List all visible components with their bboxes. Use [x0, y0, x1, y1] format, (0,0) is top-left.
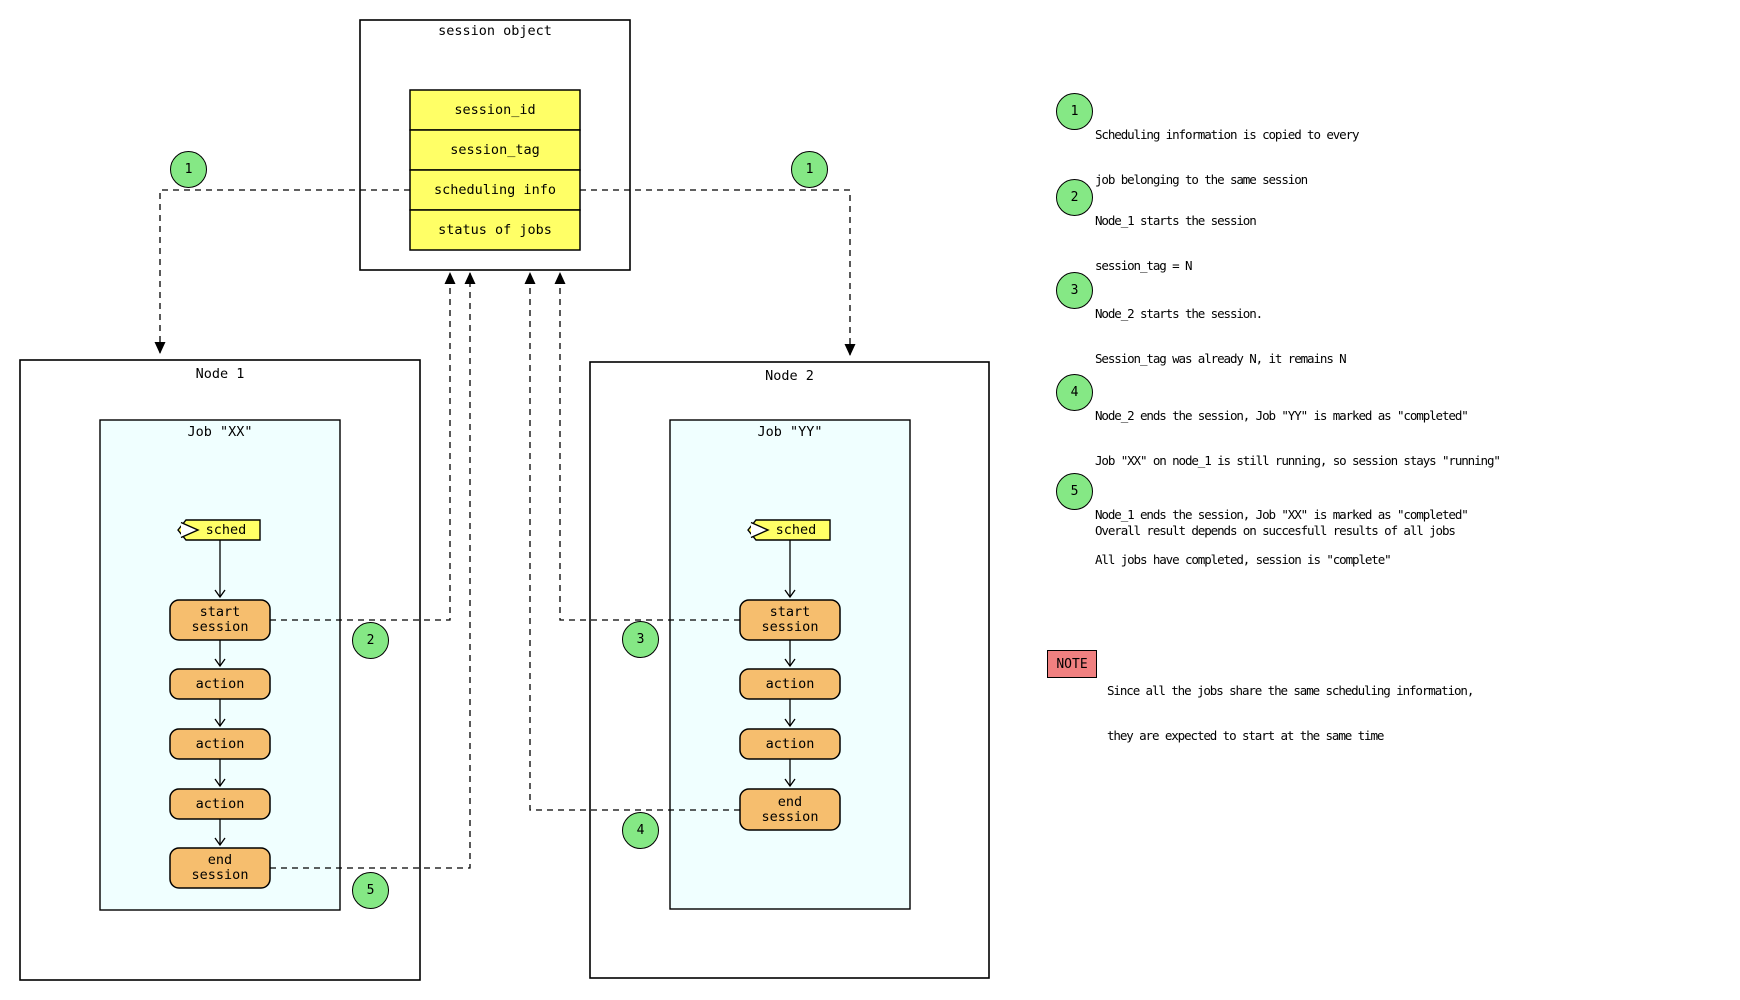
- badge-4: 4: [622, 812, 659, 849]
- session-field-status-of-jobs: status of jobs: [438, 222, 552, 238]
- badge-5: 5: [352, 872, 389, 909]
- annotation-1-badge: 1: [1056, 93, 1093, 130]
- sched-flag-node1: [177, 519, 261, 541]
- node2-title: Node 2: [765, 368, 814, 384]
- annotation-line: Session_tag was already N, it remains N: [1095, 351, 1347, 366]
- overall-result-footnote: Overall result depends on succesfull res…: [1095, 523, 1456, 538]
- status-of-jobs-row: [409, 209, 581, 251]
- annotation-3-badge: 3: [1056, 272, 1093, 309]
- badge-3: 3: [622, 621, 659, 658]
- node2-step-end-session: end session: [761, 793, 819, 825]
- session-field-session-tag: session_tag: [450, 142, 540, 158]
- node1-step-action1: action: [195, 675, 245, 692]
- annotation-4-badge: 4: [1056, 374, 1093, 411]
- badge-1-left: 1: [170, 151, 207, 188]
- annotation-5-badge: 5: [1056, 473, 1093, 510]
- job-yy-title: Job "YY": [757, 424, 823, 440]
- note-line: they are expected to start at the same t…: [1107, 728, 1384, 743]
- annotation-line: Node_2 ends the session, Job "YY" is mar…: [1095, 408, 1469, 423]
- node1-title: Node 1: [195, 366, 245, 382]
- note-badge: NOTE: [1047, 650, 1097, 678]
- node1-step-action3: action: [195, 795, 245, 812]
- node2-step-start-session: start session: [761, 604, 819, 635]
- node1-sched-label: sched: [205, 522, 247, 538]
- connector-node2-end-session: [524, 272, 740, 811]
- node2-step-action1: action: [765, 675, 815, 692]
- dashed-connectors: [154, 189, 856, 869]
- node1-step-action2: action: [195, 735, 245, 752]
- annotation-line: Node_2 starts the session.: [1095, 306, 1263, 321]
- sched-flag-node2: [747, 519, 831, 541]
- node2-step-action2: action: [765, 735, 815, 752]
- connector-node1-end-session: [270, 272, 476, 869]
- note-text: Since all the jobs share the same schedu…: [1107, 653, 1474, 773]
- annotation-line: Node_1 ends the session, Job "XX" is mar…: [1095, 507, 1469, 522]
- session-field-session-id: session_id: [454, 102, 536, 118]
- badge-1-right: 1: [791, 151, 828, 188]
- connector-copy-to-node2: [580, 189, 856, 356]
- annotation-line: All jobs have completed, session is "com…: [1095, 552, 1392, 567]
- session-object-title: session object: [438, 23, 552, 39]
- annotation-3-text: Node_2 starts the session. Session_tag w…: [1095, 276, 1347, 396]
- annotation-1-text: Scheduling information is copied to ever…: [1095, 97, 1360, 217]
- session-field-scheduling-info: scheduling info: [434, 182, 556, 198]
- annotation-5-text: Node_1 ends the session, Job "XX" is mar…: [1095, 477, 1469, 597]
- node1-step-start-session: start session: [191, 604, 249, 635]
- annotation-line: Scheduling information is copied to ever…: [1095, 127, 1360, 142]
- connector-node2-start-session: [554, 272, 740, 621]
- badge-2: 2: [352, 622, 389, 659]
- node2-sched-label: sched: [775, 522, 817, 538]
- note-line: Since all the jobs share the same schedu…: [1107, 683, 1474, 698]
- annotation-4-text: Node_2 ends the session, Job "YY" is mar…: [1095, 378, 1501, 498]
- annotation-line: Job "XX" on node_1 is still running, so …: [1095, 453, 1501, 468]
- annotation-line: session_tag = N: [1095, 258, 1192, 273]
- annotation-2-badge: 2: [1056, 179, 1093, 216]
- annotation-line: Node_1 starts the session: [1095, 213, 1257, 228]
- node1-step-end-session: end session: [191, 852, 249, 883]
- annotation-2-text: Node_1 starts the session session_tag = …: [1095, 183, 1257, 303]
- session-id-row: [409, 89, 581, 131]
- connector-node1-start-session: [270, 272, 456, 621]
- annotation-line: job belonging to the same session: [1095, 172, 1308, 187]
- job-xx-title: Job "XX": [187, 424, 253, 440]
